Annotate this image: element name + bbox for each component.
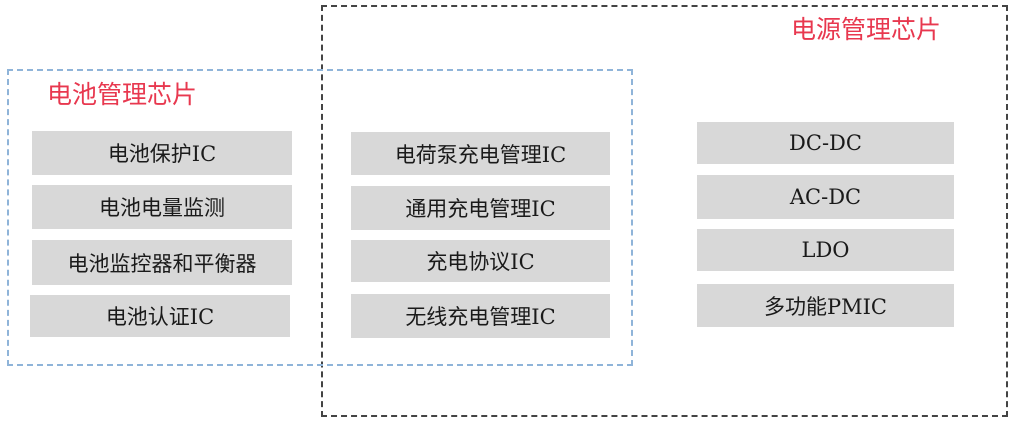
power-management-group [321, 5, 1008, 417]
shared-item: 通用充电管理IC [351, 186, 610, 230]
battery-group-title: 电池管理芯片 [47, 80, 198, 109]
shared-item: 充电协议IC [351, 240, 610, 282]
battery-management-group [7, 69, 633, 366]
shared-item: 电荷泵充电管理IC [351, 132, 610, 175]
battery-item: 电池认证IC [30, 295, 290, 337]
battery-item: 电池监控器和平衡器 [32, 240, 292, 285]
power-item: AC-DC [697, 175, 954, 219]
power-item: 多功能PMIC [697, 284, 954, 327]
battery-item: 电池电量监测 [32, 185, 292, 229]
power-item: DC-DC [697, 122, 954, 164]
shared-item: 无线充电管理IC [351, 294, 610, 338]
battery-item: 电池保护IC [32, 131, 292, 175]
power-group-title: 电源管理芯片 [791, 15, 942, 44]
power-item: LDO [697, 229, 954, 271]
